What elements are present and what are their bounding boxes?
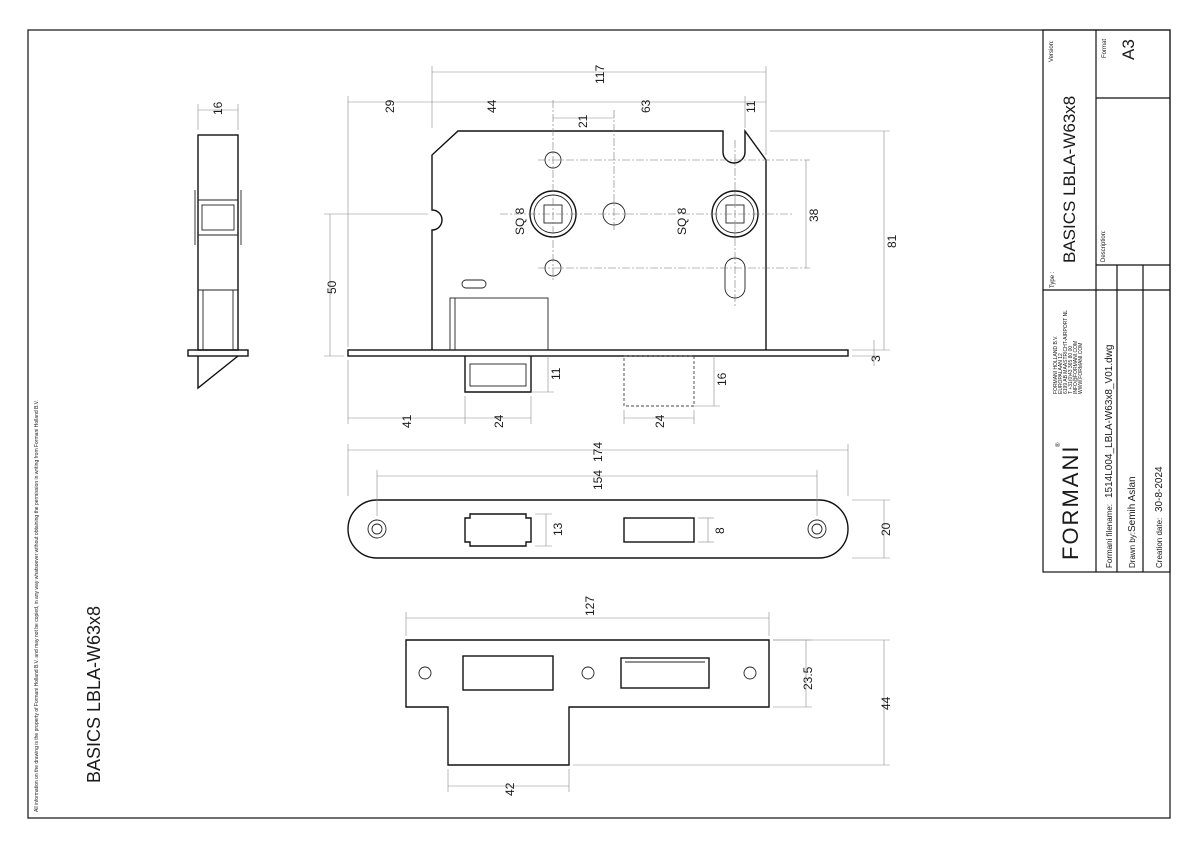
dim-8: 8 (713, 527, 727, 534)
drawing-frame (27, 29, 1171, 819)
dim-11-top: 11 (744, 100, 758, 113)
company-line: 6199 AB MAASTRICHT-AIRPORT NL (1063, 310, 1069, 394)
dim-42: 42 (503, 782, 517, 796)
faceplate-strip (347, 349, 849, 357)
dim-50: 50 (325, 280, 339, 294)
strike-plate-view: 127 23.5 44 42 (405, 596, 893, 796)
dim-41: 41 (400, 414, 414, 428)
company-line: INFO@FORMANI.COM (1073, 341, 1079, 394)
company-line: FORMANI HOLLAND B.V. (1053, 336, 1059, 394)
dim-16-bolt: 16 (715, 372, 729, 386)
dim-81: 81 (885, 234, 899, 248)
dim-16-side: 16 (211, 101, 225, 115)
dim-11-bolt: 11 (549, 367, 563, 380)
dim-127: 127 (583, 596, 597, 616)
copyright-notice: All information on the drawing is the pr… (34, 400, 40, 812)
dim-20: 20 (879, 522, 893, 536)
side-title: BASICS LBLA-W63x8 (84, 606, 104, 783)
title-block: Type : BASICS LBLA-W63x8 Version: Descri… (1042, 29, 1171, 573)
label-sq-right: SQ 8 (675, 207, 689, 235)
creation-value: 30-8-2024 (1154, 466, 1165, 512)
side-view: 16 (187, 101, 249, 390)
dim-63: 63 (639, 99, 653, 113)
company-line: WWW.FORMANI.COM (1078, 343, 1084, 394)
drawn-label: Drawn by: (1128, 532, 1137, 568)
dim-117: 117 (593, 65, 607, 84)
dim-44-top: 44 (485, 99, 499, 113)
type-label: Type : (1050, 271, 1056, 288)
company-line: EUROPALAAN 12 (1058, 353, 1064, 394)
company-address: FORMANI HOLLAND B.V. EUROPALAAN 12 6199 … (1053, 310, 1084, 394)
lock-body-outline (431, 128, 767, 350)
filename-label: Formani filename: (1105, 504, 1114, 568)
formani-logo: FORMANI (1058, 445, 1083, 560)
front-view: SQ 8 SQ 8 117 29 44 63 11 21 38 81 50 3 (324, 65, 899, 428)
dim-44-plate: 44 (879, 696, 893, 710)
dim-38: 38 (807, 208, 821, 222)
dim-23-5: 23.5 (801, 666, 815, 690)
format-label: Format (1102, 39, 1108, 58)
dim-174: 174 (591, 442, 605, 462)
dim-29: 29 (383, 99, 397, 113)
dim-3: 3 (869, 355, 883, 362)
creation-label: Creation date: (1155, 518, 1164, 568)
filename-value: 1514L004_LBLA-W63x8_V01.dwg (1104, 345, 1115, 498)
version-label: Version: (1049, 40, 1055, 62)
dim-13: 13 (551, 522, 565, 536)
dim-24-left: 24 (492, 414, 506, 428)
faceplate-outline (347, 499, 849, 559)
strike-plate-outline (405, 639, 770, 766)
type-value: BASICS LBLA-W63x8 (1060, 96, 1079, 263)
dim-154: 154 (591, 470, 605, 490)
logo-mark: ® (1055, 442, 1062, 447)
company-line: T +31(0)43 365 80 00 (1068, 346, 1074, 394)
deadbolt-hidden (623, 355, 695, 407)
dim-24-right: 24 (653, 414, 667, 428)
dim-21: 21 (576, 114, 590, 128)
faceplate-view: 174 154 13 8 20 (347, 442, 893, 559)
label-sq-left: SQ 8 (513, 207, 527, 235)
description-label: Description: (1101, 230, 1107, 262)
drawn-value: Semih Aslan (1127, 476, 1138, 532)
format-value: A3 (1119, 39, 1138, 60)
